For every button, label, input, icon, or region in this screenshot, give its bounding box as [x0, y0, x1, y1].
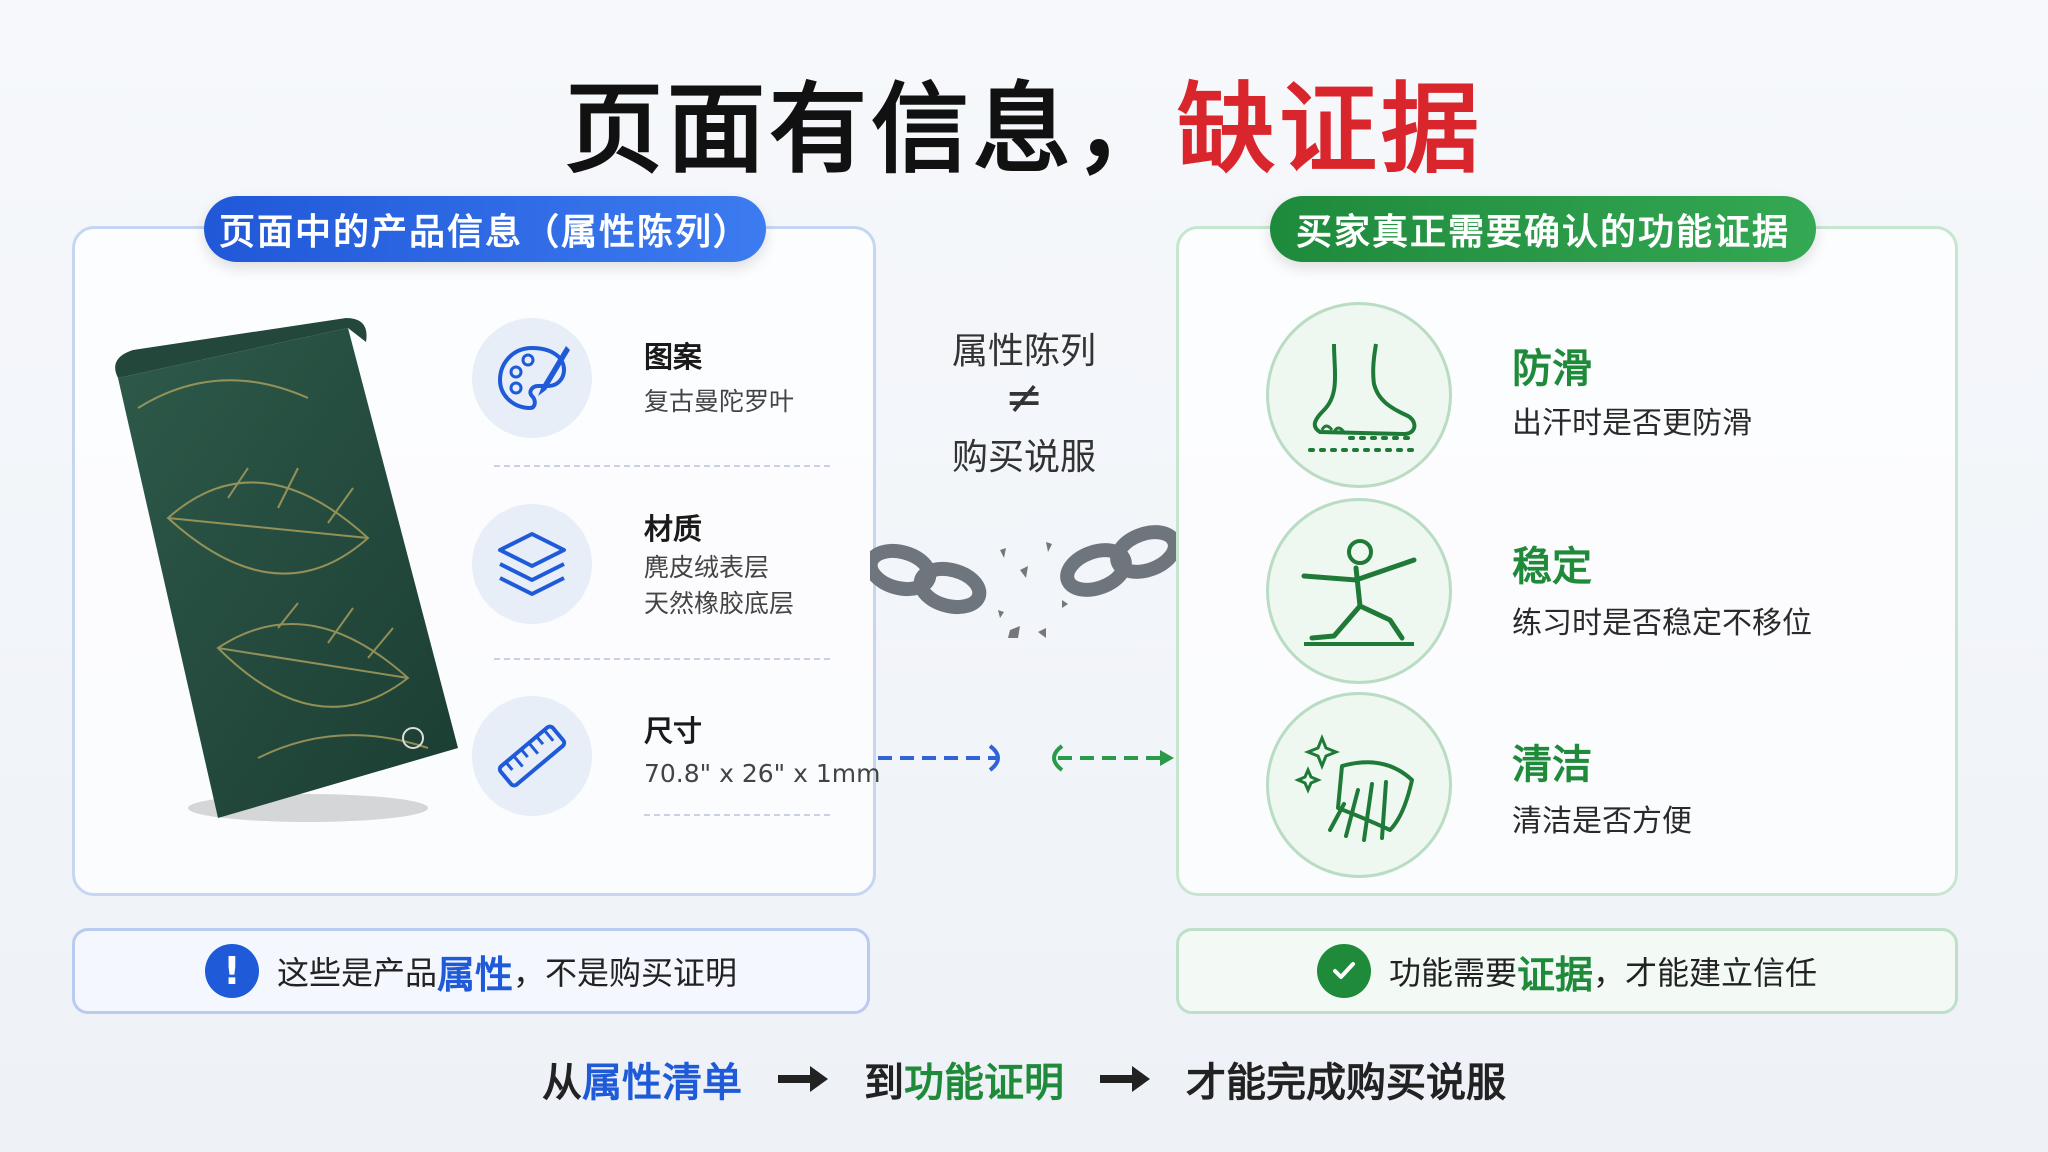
- divider: [644, 814, 830, 816]
- flow-p1: 从: [542, 1060, 582, 1106]
- not-equal-sign: ≠: [1004, 370, 1044, 424]
- fn-desc-stability: 练习时是否稳定不移位: [1512, 606, 1812, 641]
- evidence-header: 买家真正需要确认的功能证据: [1270, 196, 1816, 262]
- flow-p3: 才能完成购买说服: [1186, 1060, 1506, 1106]
- yoga-pose-icon-circle: [1266, 498, 1452, 684]
- evidence-post: ，才能建立信任: [1593, 954, 1818, 992]
- check-icon: [1316, 944, 1371, 998]
- note-pre: 这些是产品: [276, 954, 437, 992]
- broken-chain-icon: [870, 525, 1176, 638]
- attr-value-size: 70.8" x 26" x 1mm: [644, 759, 881, 788]
- note-post: ，不是购买证明: [513, 954, 738, 992]
- layers-icon-circle: [472, 504, 592, 624]
- divider: [494, 658, 830, 660]
- mid-line-1: 属性陈列: [951, 331, 1096, 372]
- conclusion-flow: 从属性清单 到功能证明 才能完成购买说服: [0, 1050, 2048, 1108]
- page-title: 页面有信息，缺证据: [0, 50, 2048, 192]
- palette-icon: [497, 345, 570, 411]
- attr-value-pattern: 复古曼陀罗叶: [644, 387, 795, 416]
- attr-value-material-1: 麂皮绒表层: [644, 553, 770, 582]
- layers-icon: [498, 532, 566, 596]
- flow-p2-em: 功能证明: [904, 1060, 1064, 1106]
- attr-title-pattern: 图案: [644, 340, 703, 374]
- attributes-header: 页面中的产品信息（属性陈列）: [204, 196, 766, 262]
- wipe-hand-icon-circle: [1266, 692, 1452, 878]
- fn-title-antislip: 防滑: [1512, 346, 1592, 392]
- mid-line-2: 购买说服: [951, 437, 1096, 478]
- fn-desc-cleaning: 清洁是否方便: [1512, 804, 1692, 839]
- fn-title-cleaning: 清洁: [1512, 742, 1592, 788]
- foot-icon: [1308, 343, 1422, 452]
- foot-icon-circle: [1266, 302, 1452, 488]
- yoga-mat-image: [115, 318, 458, 822]
- divider: [494, 465, 830, 467]
- ruler-icon-circle: [472, 696, 592, 816]
- ruler-icon: [497, 724, 567, 788]
- fn-desc-antislip: 出汗时是否更防滑: [1512, 406, 1752, 441]
- attr-title-size: 尺寸: [644, 714, 703, 748]
- dashed-arrow-blue: [878, 744, 1000, 772]
- flow-p1-em: 属性清单: [582, 1060, 742, 1106]
- attr-title-material: 材质: [644, 512, 703, 546]
- alert-icon: !: [204, 944, 259, 998]
- dashed-arrow-green: [1052, 744, 1174, 772]
- title-main: 页面有信息，: [564, 73, 1177, 187]
- fn-title-stability: 稳定: [1512, 544, 1592, 590]
- arrow-right-icon: [778, 1066, 828, 1092]
- note-em: 属性: [436, 952, 513, 997]
- attr-value-material-2: 天然橡胶底层: [644, 589, 795, 618]
- title-highlight: 缺证据: [1177, 73, 1484, 187]
- wipe-hand-icon: [1294, 733, 1414, 842]
- arrow-right-icon: [1100, 1066, 1150, 1092]
- flow-p2: 到: [864, 1060, 904, 1106]
- evidence-em: 证据: [1516, 952, 1593, 997]
- evidence-pre: 功能需要: [1388, 954, 1517, 992]
- yoga-pose-icon: [1301, 539, 1417, 646]
- evidence-note-bar: 功能需要证据，才能建立信任: [1176, 928, 1958, 1014]
- palette-icon-circle: [472, 318, 592, 438]
- attributes-note-bar: ! 这些是产品属性，不是购买证明: [72, 928, 870, 1014]
